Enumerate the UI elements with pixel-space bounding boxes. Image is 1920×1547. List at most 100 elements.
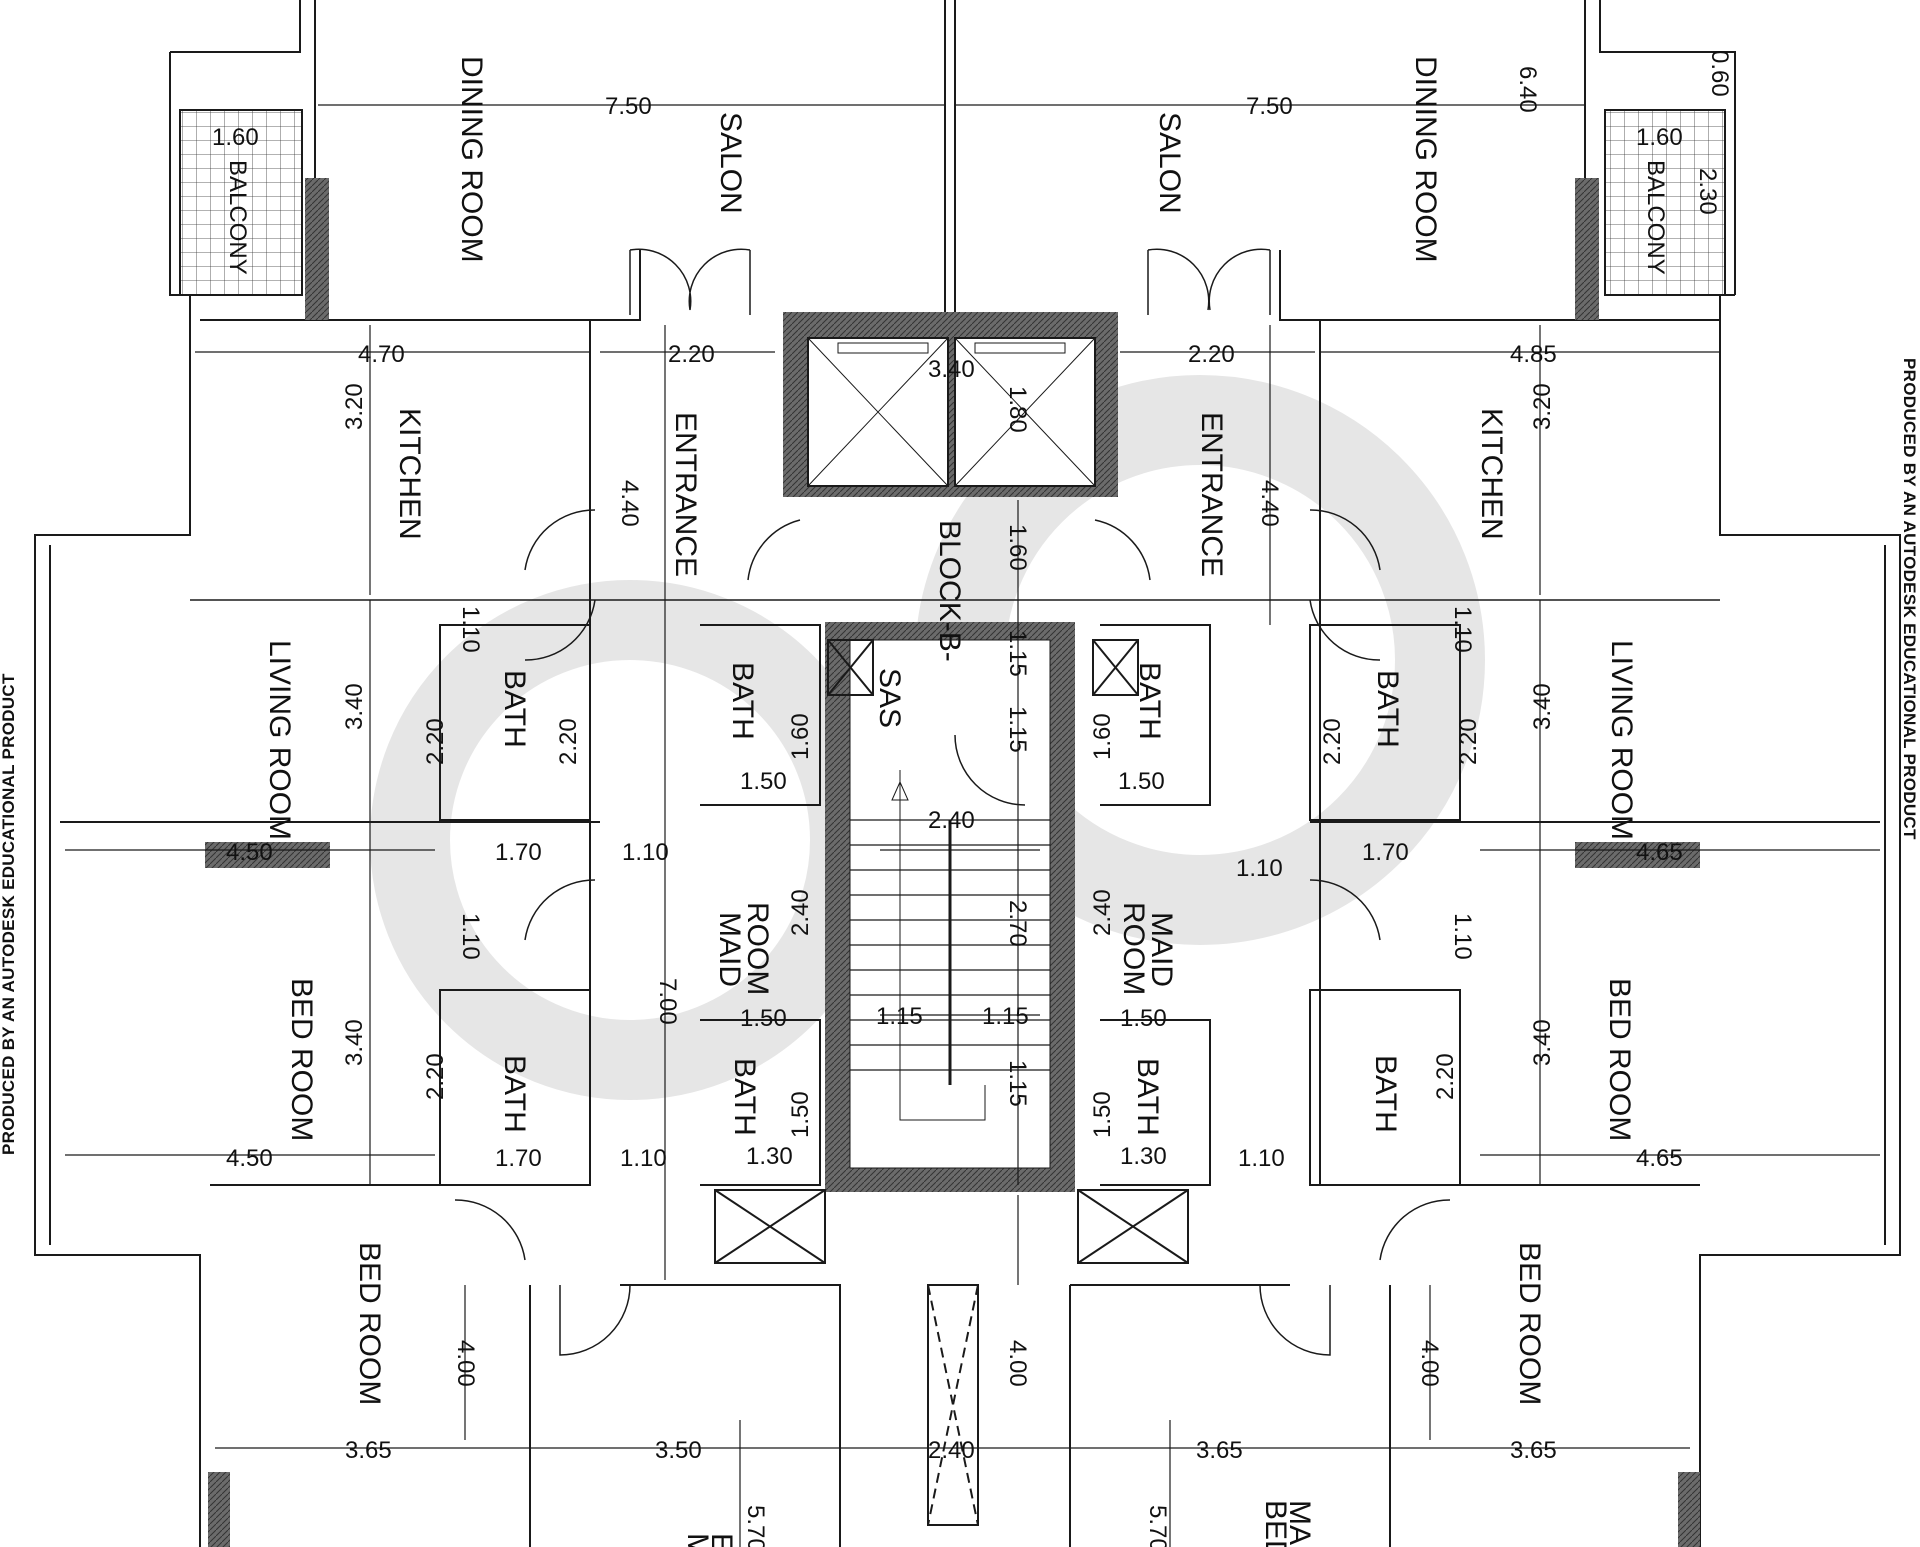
entrance-label-left: ENTRANCE <box>669 412 702 577</box>
stair-core <box>825 622 1075 1192</box>
dim-label: 4.00 <box>1004 1340 1031 1387</box>
dim-label: 2.20 <box>1432 1053 1459 1100</box>
dim-label: 2.40 <box>1089 889 1116 936</box>
room-label-partial: MA <box>1283 1500 1316 1545</box>
dim-label: 3.40 <box>341 1019 368 1066</box>
exterior-walls <box>34 0 1901 1547</box>
dim-label: 1.10 <box>1449 913 1476 960</box>
dim-label: 3.20 <box>341 383 368 430</box>
dim-label: 1.70 <box>495 1145 542 1172</box>
dim-label: 3.65 <box>1510 1437 1557 1464</box>
balcony-label-right: BALCONY <box>1642 160 1669 275</box>
dim-label: 3.65 <box>345 1437 392 1464</box>
dining-room-label-left: DINING ROOM <box>455 56 488 263</box>
dim-label: 2.20 <box>422 1053 449 1100</box>
maid-room-label: ROOM <box>741 902 774 995</box>
dim-label: 1.60 <box>212 124 259 151</box>
dim-label: 1.10 <box>1236 855 1283 882</box>
kitchen-label-right: KITCHEN <box>1475 408 1508 540</box>
entrance-label-right: ENTRANCE <box>1195 412 1228 577</box>
dim-label: 4.85 <box>1510 341 1557 368</box>
dim-label: 1.15 <box>1004 1060 1031 1107</box>
dim-label: 2.30 <box>1694 168 1721 215</box>
dim-label: 1.50 <box>787 1091 814 1138</box>
kitchen-label-left: KITCHEN <box>393 408 426 540</box>
bed-room-label-right: BED ROOM <box>1603 978 1636 1141</box>
dim-label: 1.10 <box>1449 606 1476 653</box>
interior-walls <box>439 320 1461 1186</box>
maid-room-label: MAID <box>713 912 746 987</box>
column <box>208 1472 230 1547</box>
dim-label: 1.10 <box>457 913 484 960</box>
dim-label: 4.50 <box>226 1145 273 1172</box>
bath-label: BATH <box>1369 1055 1402 1133</box>
dim-label: 6.40 <box>1514 66 1541 113</box>
dimension-labels-vertical: 6.40 0.60 2.30 3.20 3.20 4.40 4.40 1.80 … <box>341 50 1733 1547</box>
dim-label: 4.00 <box>452 1340 479 1387</box>
dim-label: 5.70 <box>1144 1505 1171 1547</box>
balcony-left-grid <box>179 109 303 296</box>
dim-label: 4.40 <box>1256 480 1283 527</box>
room-label-partial: E <box>705 1533 738 1547</box>
dim-label: 1.10 <box>1238 1145 1285 1172</box>
dim-label: 1.70 <box>495 839 542 866</box>
dim-label: 5.70 <box>742 1505 769 1547</box>
dim-label: 2.20 <box>1455 718 1482 765</box>
elevator-shaft <box>783 312 1118 497</box>
room-label-partial: BED <box>1259 1500 1292 1547</box>
dim-label: 1.60 <box>1004 524 1031 571</box>
dim-label: 3.20 <box>1529 383 1556 430</box>
dim-label: 1.60 <box>787 713 814 760</box>
balcony-right-grid <box>1604 109 1726 296</box>
dim-label: 0.60 <box>1706 50 1733 97</box>
dim-label: 2.20 <box>1188 341 1235 368</box>
dim-label: 4.00 <box>1416 1340 1443 1387</box>
dimension-labels: 7.50 7.50 1.60 1.60 4.70 4.85 2.20 2.20 … <box>212 93 1683 1464</box>
watermark-left: PRODUCED BY AN AUTODESK EDUCATIONAL PROD… <box>0 673 18 1155</box>
salon-label-left: SALON <box>714 112 747 214</box>
bath-label: BATH <box>728 1058 761 1136</box>
bed-room-label-lower-left: BED ROOM <box>353 1242 386 1405</box>
bed-room-label-left: BED ROOM <box>285 978 318 1141</box>
dim-label: 3.40 <box>1529 683 1556 730</box>
dim-label: 1.80 <box>1004 386 1031 433</box>
dim-label: 1.50 <box>740 768 787 795</box>
dim-label: 1.15 <box>982 1003 1029 1030</box>
dim-label: 1.60 <box>1089 713 1116 760</box>
dim-label: 2.20 <box>1319 718 1346 765</box>
column <box>1575 178 1599 320</box>
block-label: BLOCK-B- <box>933 520 966 662</box>
dim-label: 7.50 <box>605 93 652 120</box>
dim-label: 2.40 <box>928 1437 975 1464</box>
dim-label: 1.10 <box>622 839 669 866</box>
dim-label: 2.20 <box>422 718 449 765</box>
column <box>1575 842 1700 868</box>
dim-label: 1.50 <box>1089 1091 1116 1138</box>
dining-room-label-right: DINING ROOM <box>1409 56 1442 263</box>
dim-label: 3.40 <box>341 683 368 730</box>
column <box>1678 1472 1700 1547</box>
doors <box>454 248 1451 1356</box>
dim-label: 3.40 <box>1529 1019 1556 1066</box>
dim-label: 3.65 <box>1196 1437 1243 1464</box>
dim-label: 1.15 <box>876 1003 923 1030</box>
bath-label: BATH <box>1131 1058 1164 1136</box>
dim-label: 3.40 <box>928 356 975 383</box>
bed-room-label-lower-right: BED ROOM <box>1513 1242 1546 1405</box>
balcony-label-left: BALCONY <box>224 160 251 275</box>
dim-label: 1.50 <box>1118 768 1165 795</box>
dim-label: 1.10 <box>620 1145 667 1172</box>
dim-label: 2.70 <box>1004 900 1031 947</box>
shafts <box>714 639 1189 1526</box>
watermark-right: PRODUCED BY AN AUTODESK EDUCATIONAL PROD… <box>1900 358 1919 840</box>
dim-label: 1.50 <box>1120 1005 1167 1032</box>
dim-label: 1.30 <box>746 1143 793 1170</box>
dim-label: 4.65 <box>1636 1145 1683 1172</box>
dim-label: 2.40 <box>787 889 814 936</box>
bath-label: BATH <box>498 1055 531 1133</box>
column <box>305 178 329 320</box>
dim-label: 4.50 <box>226 839 273 866</box>
salon-label-right: SALON <box>1153 112 1186 214</box>
room-label-partial: M <box>681 1533 714 1547</box>
